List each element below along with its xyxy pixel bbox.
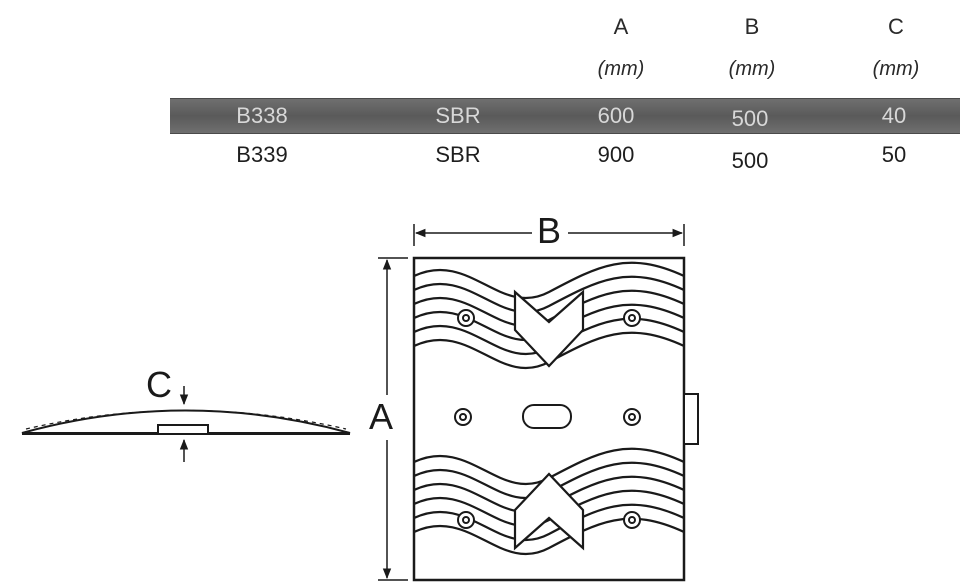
upper-chevron [513, 289, 585, 368]
lower-chevron [513, 472, 585, 551]
dimension-b [413, 224, 685, 246]
table-row: B338 SBR 600 500 40 [170, 98, 960, 134]
col-header-c: C [888, 14, 904, 39]
dimension-label-a: A [369, 396, 394, 437]
cell-material: SBR [435, 142, 481, 167]
plate-top-view [412, 256, 699, 582]
col-unit-c: (mm) [872, 58, 920, 80]
cell-code: B339 [236, 142, 288, 167]
cell-c: 50 [881, 142, 907, 167]
cell-a: 900 [597, 142, 635, 167]
dimension-label-b: B [537, 210, 562, 251]
table-row: B339 SBR 900 500 50 [170, 138, 960, 173]
col-unit-a: (mm) [597, 58, 645, 80]
dimension-label-c: C [146, 364, 172, 405]
cell-b: 500 [731, 106, 769, 131]
col-unit-b: (mm) [728, 58, 776, 80]
cell-a: 600 [597, 103, 635, 128]
dimension-a [378, 257, 408, 581]
col-header-b: B [744, 14, 760, 39]
cell-material: SBR [435, 103, 481, 128]
cell-code: B338 [236, 103, 288, 128]
cell-b: 500 [731, 148, 769, 173]
col-header-a: A [613, 14, 629, 39]
cell-c: 40 [881, 103, 907, 128]
side-profile [21, 409, 351, 435]
